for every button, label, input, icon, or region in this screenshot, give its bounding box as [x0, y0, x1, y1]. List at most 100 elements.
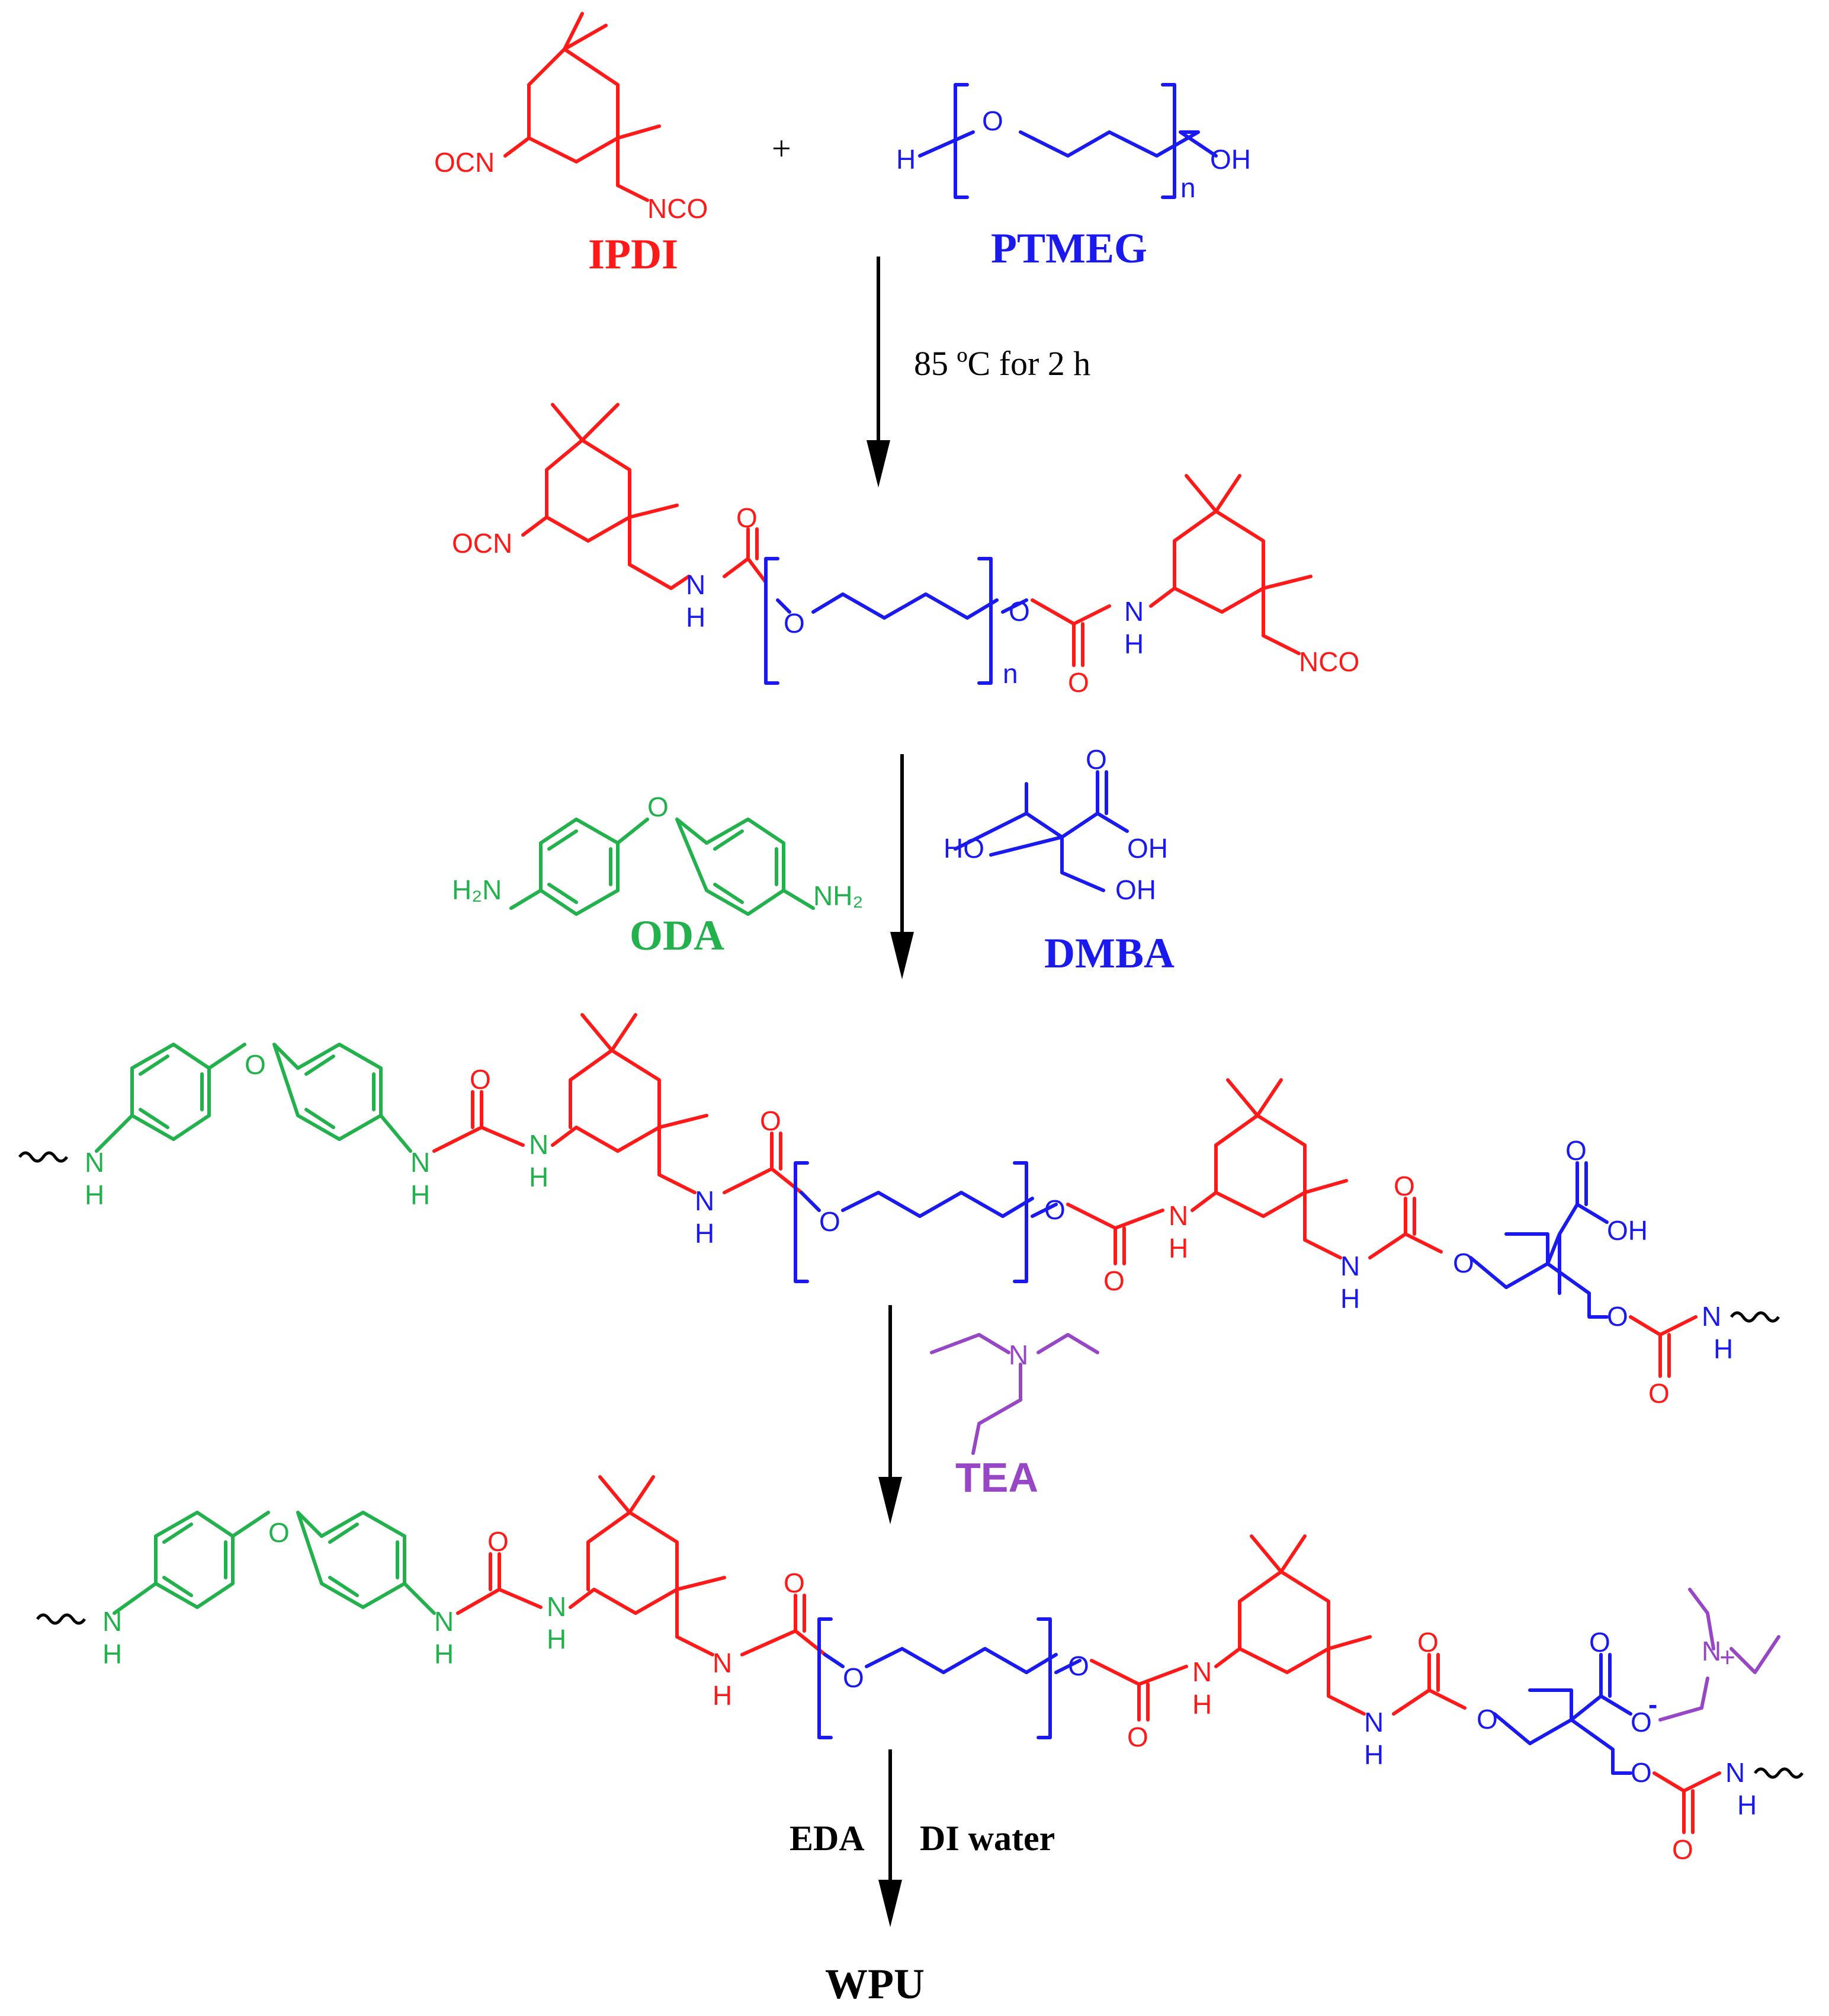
row3-dmba-carbonyl-o: O	[1565, 1135, 1587, 1166]
row4-h-4: H	[713, 1680, 732, 1711]
row3-carbonyl-o-1: O	[470, 1064, 491, 1095]
row3-dmba-o-2: O	[1607, 1301, 1628, 1332]
arrow-step2	[890, 754, 914, 979]
prepolymer-right-ipdi: O NCO	[1031, 474, 1359, 698]
row4-dmba-carboxylate: O O O - O	[1477, 1627, 1657, 1788]
row3-oda: N H O N H N H	[85, 1043, 548, 1210]
row4-ptmeg: O O	[817, 1617, 1089, 1739]
oda-o-label: O	[647, 791, 669, 822]
ptmeg-structure: H O OH n	[896, 83, 1251, 203]
row4-nh-urethane-2: N H	[1364, 1707, 1384, 1770]
row4-carbonyl-o-5: O	[1672, 1834, 1693, 1865]
row3-carbonyl-o-4: O	[1394, 1171, 1415, 1201]
row4-n-4: N	[713, 1648, 732, 1678]
ptmeg-n-label: n	[1180, 172, 1196, 203]
row4-terminal-nh: N H	[1725, 1757, 1757, 1821]
row4-ipdi-urea: O O N H	[456, 1475, 827, 1711]
row3-ipdi-right: O N H O	[1066, 1078, 1443, 1296]
ocn-label-2: OCN	[452, 528, 512, 559]
wavy-left-4	[36, 1613, 86, 1625]
row4-h-7: H	[1737, 1790, 1757, 1821]
row3-ptmeg: O O	[794, 1161, 1066, 1283]
row3-ptmeg-o-1: O	[819, 1206, 840, 1237]
row4-n-1: N	[102, 1606, 122, 1637]
ipdi-structure: OCN NCO	[434, 12, 708, 224]
step4-di-water: DI water	[920, 1819, 1055, 1858]
row4-n-5: N	[1192, 1656, 1212, 1687]
carbonyl-o-2: O	[1068, 667, 1089, 698]
row3-n-3: N	[529, 1129, 548, 1160]
ptmeg-o-label: O	[982, 105, 1003, 136]
wavy-right-4	[1753, 1767, 1804, 1779]
nh-n-1: N	[686, 569, 705, 600]
tea-structure: N	[930, 1333, 1099, 1455]
row4-h-2: H	[434, 1639, 454, 1669]
carbonyl-o-1: O	[736, 502, 758, 533]
row4-triethylammonium: N +	[1658, 1588, 1780, 1722]
prepolymer-left-ipdi: OCN O	[452, 403, 768, 590]
row3-ptmeg-o-2: O	[1044, 1194, 1066, 1225]
arrow-step3	[878, 1305, 902, 1524]
ptmeg-h-label: H	[896, 144, 916, 175]
row4-h-5: H	[1192, 1689, 1212, 1720]
row4-ptmeg-o-1: O	[843, 1662, 864, 1693]
row4-n-7: N	[1725, 1757, 1745, 1788]
dmba-ho-label: HO	[944, 833, 984, 864]
row3-nh-urethane-2: N H	[1340, 1251, 1360, 1314]
row3-nh-urethane-1: N H	[695, 1185, 714, 1249]
row4-h-1: H	[102, 1639, 122, 1669]
row3-h-2: H	[410, 1180, 430, 1210]
row3-dmba-o: O	[1453, 1248, 1474, 1278]
ptmeg-n-2: n	[1003, 658, 1018, 689]
row3-h-1: H	[85, 1180, 104, 1210]
row3-h-5: H	[1169, 1233, 1188, 1264]
row3-carbonyl-o-3: O	[1103, 1265, 1125, 1296]
ptmeg-name: PTMEG	[991, 225, 1147, 272]
dmba-oh-label-1: OH	[1127, 833, 1168, 864]
row4-n-3: N	[547, 1591, 566, 1622]
row4-carbonyl-o-2: O	[784, 1568, 805, 1598]
row3-h-3: H	[529, 1162, 548, 1193]
row4-carbonyl-o-4: O	[1417, 1627, 1439, 1658]
row4-oda: N H O N H N H	[102, 1511, 566, 1669]
nh-h-1: H	[686, 602, 705, 633]
row4-h-3: H	[547, 1624, 566, 1655]
row3-dmba-oh: OH	[1607, 1215, 1648, 1246]
ptmeg-o-3: O	[1009, 596, 1030, 627]
row3-carbonyl-o-5: O	[1648, 1378, 1670, 1409]
row4-ammonium-n: N	[1702, 1636, 1721, 1666]
row4-minus-charge: -	[1648, 1689, 1657, 1720]
row4-carbonyl-o-3: O	[1127, 1722, 1148, 1752]
nco-label: NCO	[647, 193, 708, 224]
row4-dmba-carbonyl-o: O	[1589, 1627, 1610, 1658]
prepolymer-nh-2: N H	[1124, 596, 1144, 659]
ptmeg-oh-label: OH	[1210, 144, 1251, 175]
arrow-step4	[878, 1749, 902, 1927]
row4-oda-o: O	[268, 1517, 290, 1548]
row4-n-2: N	[434, 1606, 454, 1637]
row4-ipdi-right: O N H O	[1090, 1534, 1467, 1752]
ipdi-name: IPDI	[588, 230, 678, 278]
nh-h-2: H	[1124, 629, 1144, 659]
row3-h-7: H	[1714, 1334, 1733, 1364]
oda-structure: O H₂N NH₂	[452, 791, 863, 916]
oda-name: ODA	[630, 912, 724, 959]
row4-ptmeg-o-2: O	[1068, 1650, 1089, 1681]
row4-dmba-o-2: O	[1631, 1757, 1652, 1788]
prepolymer-nh-1: N H	[686, 569, 705, 633]
row3-terminal-urethane: O	[1629, 1315, 1698, 1409]
row3-n-1: N	[85, 1147, 104, 1178]
product-wpu: WPU	[825, 1960, 925, 2008]
dmba-o-label: O	[1086, 744, 1107, 775]
arrow-step1	[867, 257, 890, 488]
row3-ipdi-urea: O O	[432, 1013, 803, 1194]
row3-n-2: N	[410, 1147, 430, 1178]
ocn-label: OCN	[434, 147, 495, 178]
row3-h-4: H	[695, 1218, 714, 1249]
row4-carbonyl-o-1: O	[487, 1526, 509, 1557]
oda-nh2-label: NH₂	[813, 880, 863, 911]
oda-h2n-label: H₂N	[452, 874, 502, 905]
tea-name: TEA	[955, 1454, 1038, 1501]
row4-plus-charge: +	[1719, 1642, 1735, 1672]
row4-carboxylate-o: O	[1631, 1707, 1652, 1738]
